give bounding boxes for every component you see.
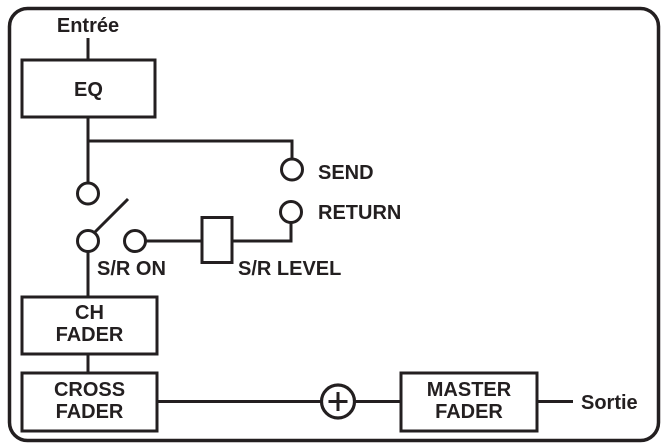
wire-branch-to-send xyxy=(88,139,294,159)
return-label: RETURN xyxy=(318,202,401,224)
sum-node-icon xyxy=(319,383,357,420)
cross-fader-label-line1: CROSS xyxy=(54,379,125,401)
switch-contact-bottom xyxy=(76,229,100,253)
diagram-frame xyxy=(7,6,661,443)
switch-contact-top xyxy=(76,181,100,206)
master-fader-label-line1: MASTER xyxy=(427,379,512,401)
return-port-icon xyxy=(279,200,303,224)
sr-level-control xyxy=(200,216,234,264)
master-fader-block: MASTER FADER xyxy=(399,371,539,433)
cross-fader-block: CROSS FADER xyxy=(20,371,159,433)
send-port-icon xyxy=(280,157,304,182)
ch-fader-label-line2: FADER xyxy=(56,324,124,346)
switch-contact-right xyxy=(123,229,147,253)
switch-arm xyxy=(91,197,130,236)
output-label: Sortie xyxy=(581,392,638,414)
ch-fader-label-line1: CH xyxy=(75,302,104,324)
sr-on-label: S/R ON xyxy=(97,258,166,280)
ch-fader-block: CH FADER xyxy=(20,295,159,356)
sr-level-label: S/R LEVEL xyxy=(238,258,341,280)
master-fader-label-line2: FADER xyxy=(435,401,503,423)
send-label: SEND xyxy=(318,162,374,184)
sr-on-switch xyxy=(76,181,147,253)
eq-label: EQ xyxy=(74,79,103,101)
wire-level-to-return xyxy=(232,223,293,243)
cross-fader-label-line2: FADER xyxy=(56,401,124,423)
input-label: Entrée xyxy=(57,15,119,37)
eq-block: EQ xyxy=(20,58,157,119)
